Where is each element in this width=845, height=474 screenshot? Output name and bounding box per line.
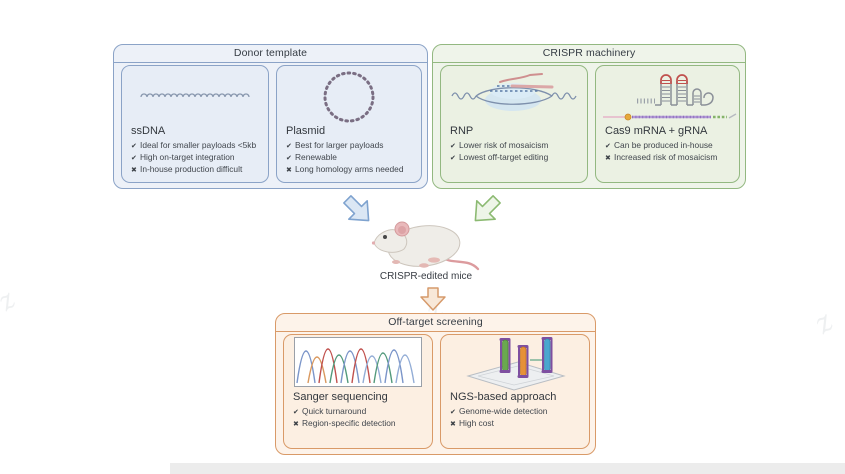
bullet-item: ✖ High cost	[450, 418, 589, 430]
card-title-ssdna: ssDNA	[131, 125, 166, 137]
plasmid-icon	[323, 71, 375, 122]
bullet-text: Genome-wide detection	[459, 406, 548, 416]
cross-icon: ✖	[605, 153, 612, 162]
page-edge-strip	[170, 463, 845, 474]
check-icon: ✔	[450, 141, 457, 150]
chromatogram-icon	[294, 337, 422, 387]
card-title-cas9: Cas9 mRNA + gRNA	[605, 125, 708, 137]
donor-arrow-icon	[343, 195, 370, 222]
bullet-item: ✔ High on-target integration	[131, 152, 268, 164]
card-title-ngs: NGS-based approach	[450, 391, 557, 403]
check-icon: ✔	[450, 153, 457, 162]
panel-offtarget-screening: Off-target screening Sanger se	[275, 313, 596, 455]
bullet-text: Can be produced in-house	[614, 140, 713, 150]
crispr-arrow-icon	[474, 195, 501, 222]
check-icon: ✔	[605, 141, 612, 150]
cross-icon: ✖	[450, 419, 457, 428]
panel-title-crispr: CRISPR machinery	[433, 45, 745, 63]
bullet-item: ✔ Can be produced in-house	[605, 140, 739, 152]
check-icon: ✔	[131, 153, 138, 162]
card-title-plasmid: Plasmid	[286, 125, 326, 137]
bullet-item: ✔ Quick turnaround	[293, 406, 432, 418]
cross-icon: ✖	[293, 419, 300, 428]
bullet-text: Renewable	[295, 152, 337, 162]
watermark: z	[0, 284, 22, 318]
bullet-item: ✔ Best for larger payloads	[286, 140, 421, 152]
bullet-item: ✔ Genome-wide detection	[450, 406, 589, 418]
mouse-illustration	[371, 221, 480, 271]
bullet-text: Long homology arms needed	[295, 164, 404, 174]
bullet-item: ✔ Renewable	[286, 152, 421, 164]
mouse-caption: CRISPR-edited mice	[379, 271, 473, 282]
cross-icon: ✖	[131, 165, 138, 174]
bullet-text: In-house production difficult	[140, 164, 243, 174]
bullet-item: ✖ Increased risk of mosaicism	[605, 152, 739, 164]
watermark: z	[807, 304, 840, 341]
ngs-flowcell-icon	[466, 337, 566, 391]
bullet-item: ✔ Lowest off-target editing	[450, 152, 587, 164]
bullet-text: Region-specific detection	[302, 418, 396, 428]
card-title-sanger: Sanger sequencing	[293, 391, 388, 403]
card-ngs: NGS-based approach ✔ Genome-wide detecti…	[440, 334, 590, 449]
bullet-text: Lower risk of mosaicism	[459, 140, 549, 150]
check-icon: ✔	[286, 141, 293, 150]
check-icon: ✔	[131, 141, 138, 150]
grna-mrna-icon	[602, 73, 736, 120]
card-rnp: RNP ✔ Lower risk of mosaicism ✔ Lowest o…	[440, 65, 588, 183]
panel-title-offtarget: Off-target screening	[276, 314, 595, 332]
bullet-text: Increased risk of mosaicism	[614, 152, 718, 162]
cross-icon: ✖	[286, 165, 293, 174]
check-icon: ✔	[293, 407, 300, 416]
card-plasmid: Plasmid ✔ Best for larger payloads ✔ Ren…	[276, 65, 422, 183]
check-icon: ✔	[450, 407, 457, 416]
card-sanger: Sanger sequencing ✔ Quick turnaround ✖ R…	[283, 334, 433, 449]
bullet-text: High on-target integration	[140, 152, 235, 162]
bullet-item: ✖ Region-specific detection	[293, 418, 432, 430]
bullet-item: ✔ Ideal for smaller payloads <5kb	[131, 140, 268, 152]
bullet-text: Ideal for smaller payloads <5kb	[140, 140, 257, 150]
ssdna-wave-icon	[140, 92, 250, 97]
panel-donor-template: Donor template ssDNA ✔ Ideal for smaller…	[113, 44, 428, 189]
bullet-item: ✖ Long homology arms needed	[286, 164, 421, 176]
card-cas9-mrna-grna: Cas9 mRNA + gRNA ✔ Can be produced in-ho…	[595, 65, 740, 183]
rnp-complex-icon	[451, 72, 577, 111]
bullet-text: High cost	[459, 418, 494, 428]
bullet-text: Quick turnaround	[302, 406, 367, 416]
screening-arrow-icon	[420, 287, 446, 311]
bullet-text: Lowest off-target editing	[459, 152, 549, 162]
panel-crispr-machinery: CRISPR machinery RNP	[432, 44, 746, 189]
check-icon: ✔	[286, 153, 293, 162]
bullet-item: ✖ In-house production difficult	[131, 164, 268, 176]
card-title-rnp: RNP	[450, 125, 474, 137]
card-ssdna: ssDNA ✔ Ideal for smaller payloads <5kb …	[121, 65, 269, 183]
bullet-text: Best for larger payloads	[295, 140, 384, 150]
panel-title-donor: Donor template	[114, 45, 427, 63]
bullet-item: ✔ Lower risk of mosaicism	[450, 140, 587, 152]
